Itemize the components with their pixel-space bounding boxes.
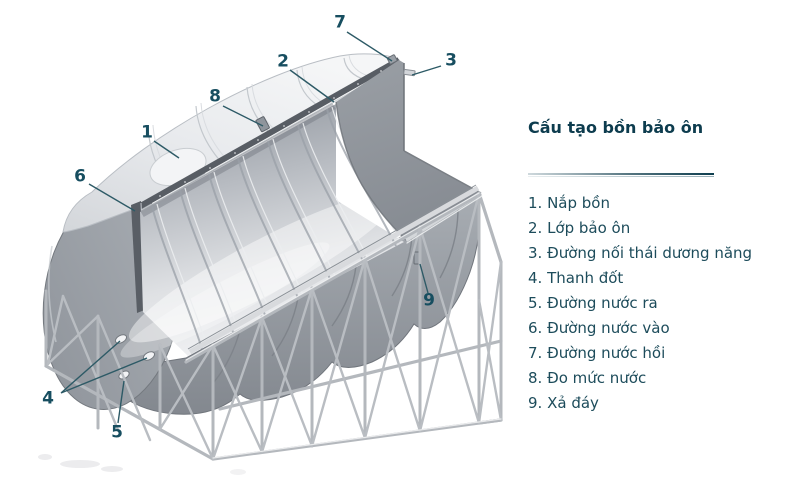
frame-posts — [44, 191, 503, 461]
leader-lines — [60, 31, 442, 424]
leader-line-7 — [346, 31, 393, 62]
return-pipe-fitting — [386, 54, 398, 65]
legend-panel: Cấu tạo bồn bảo ôn 1. Nắp bồn 2. Lớp bảo… — [528, 118, 753, 416]
leader-line-4 — [60, 340, 148, 394]
legend-item-2: 2. Lớp bảo ôn — [528, 219, 631, 237]
leader-line-8 — [222, 105, 264, 127]
end-cap-highlight — [48, 245, 57, 343]
frame-highlights — [185, 192, 502, 459]
level-gauge-fitting — [255, 116, 270, 133]
steel-frame — [44, 191, 503, 461]
cut-rim-band — [135, 57, 401, 211]
callout-7: 7 — [334, 12, 346, 33]
leader-line-3 — [411, 65, 442, 76]
inner-tank-trough — [120, 102, 404, 358]
legend-divider-line-bottom — [528, 176, 714, 177]
leader-line-6 — [88, 183, 136, 212]
legend-item-9: 9. Xả đáy — [528, 394, 599, 412]
callout-9: 9 — [423, 290, 435, 311]
legend-divider — [528, 173, 714, 177]
legend-item-8: 8. Đo mức nước — [528, 369, 647, 387]
trough-near-rim-band — [188, 185, 480, 355]
frame-braces — [46, 191, 503, 461]
legend-item-6: 6. Đường nước vào — [528, 319, 670, 337]
heating-rod-fitting-1 — [114, 334, 128, 344]
cut-rim-speckles — [159, 70, 382, 197]
legend-item-3: 3. Đường nối thái dương năng — [528, 244, 753, 262]
legend-item-4: 4. Thanh đốt — [528, 269, 624, 287]
legend-list: 1. Nắp bồn 2. Lớp bảo ôn 3. Đường nối th… — [528, 191, 753, 416]
callout-3: 3 — [445, 50, 457, 71]
cut-face-surface — [336, 60, 481, 240]
callout-6: 6 — [74, 166, 86, 187]
trough-near-rim-edge — [187, 184, 477, 350]
cut-floor-far-edge — [403, 150, 482, 194]
legend-item-5: 5. Đường nước ra — [528, 294, 658, 312]
ground-shadow — [38, 454, 246, 475]
legend-item-1: 1. Nắp bồn — [528, 194, 610, 212]
solar-connector-fitting — [403, 68, 416, 77]
tank-fittings — [114, 54, 422, 380]
leader-line-1 — [153, 140, 180, 159]
callout-8: 8 — [209, 86, 221, 107]
tank-segment-seams — [213, 207, 459, 383]
callout-5: 5 — [111, 422, 123, 443]
legend-divider-line-top — [528, 173, 714, 175]
trough-specular-streak-2 — [120, 242, 330, 358]
cut-face-arc-edge — [335, 101, 407, 241]
callout-4: 4 — [42, 388, 54, 409]
leader-line-5 — [117, 380, 125, 424]
tank-cutaway-illustration — [38, 31, 503, 475]
legend-item-7: 7. Đường nước hồi — [528, 344, 666, 362]
leader-line-2 — [289, 69, 335, 103]
leader-line-9 — [419, 263, 429, 294]
legend-title: Cấu tạo bồn bảo ôn — [528, 118, 704, 137]
outer-shell-surface — [62, 53, 400, 233]
callout-2: 2 — [277, 51, 289, 72]
trough-specular-streak — [128, 193, 396, 343]
callout-1: 1 — [141, 122, 153, 143]
